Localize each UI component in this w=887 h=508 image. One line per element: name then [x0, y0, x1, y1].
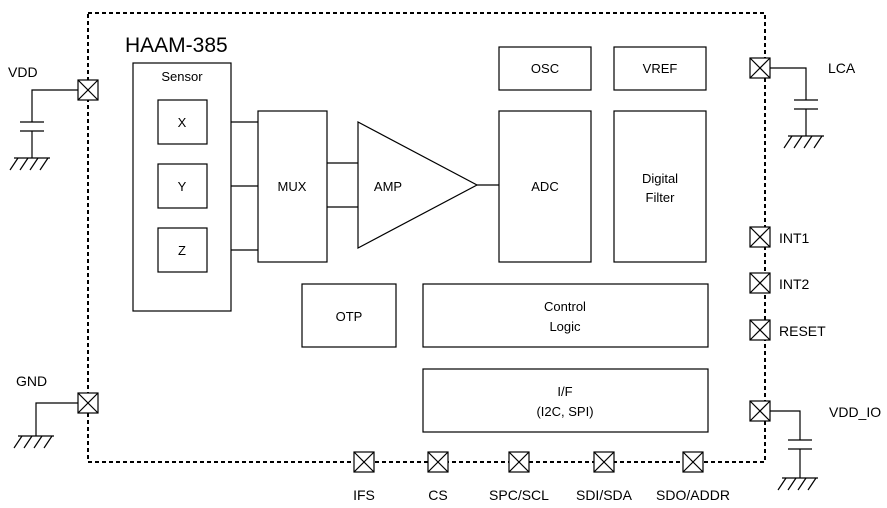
- interface-label-2: (I2C, SPI): [536, 404, 593, 419]
- lca-ground-icon: [783, 135, 823, 149]
- gnd-ground-icon: [13, 402, 78, 449]
- sensor-z-block: [157, 227, 208, 273]
- otp-label: OTP: [336, 309, 363, 324]
- int2-label: INT2: [779, 276, 810, 292]
- vdd-io-capacitor: [770, 410, 818, 479]
- amp-triangle: [357, 121, 479, 249]
- spc-scl-pin: [508, 451, 530, 473]
- int1-label: INT1: [779, 230, 810, 246]
- amp-label: AMP: [374, 179, 402, 194]
- vdd-io-pin: [749, 400, 771, 422]
- control-logic-label-2: Logic: [549, 319, 581, 334]
- sensor-y-label: Y: [178, 179, 187, 194]
- sdo-addr-label: SDO/ADDR: [656, 487, 730, 503]
- sdi-sda-pin: [593, 451, 615, 473]
- mux-block: [257, 110, 328, 263]
- lca-pin: [749, 57, 771, 79]
- reset-pin: [749, 319, 771, 341]
- sensor-z-label: Z: [178, 243, 186, 258]
- sdi-sda-label: SDI/SDA: [576, 487, 633, 503]
- chip-boundary: [87, 12, 766, 463]
- lca-label: LCA: [828, 60, 856, 76]
- vdd-io-label: VDD_IO: [829, 404, 881, 420]
- vdd-label: VDD: [8, 64, 38, 80]
- digital-filter-label-1: Digital: [642, 171, 678, 186]
- sdo-addr-pin: [682, 451, 704, 473]
- sensor-label: Sensor: [161, 69, 203, 84]
- vdd-ground-icon: [9, 157, 49, 171]
- sensor-x-block: [157, 99, 208, 145]
- cs-pin: [427, 451, 449, 473]
- control-logic-label-1: Control: [544, 299, 586, 314]
- osc-block: [498, 46, 592, 91]
- adc-label: ADC: [531, 179, 558, 194]
- lca-capacitor: [770, 67, 824, 137]
- digital-filter-block: [613, 110, 707, 263]
- int1-pin: [749, 226, 771, 248]
- vref-block: [613, 46, 707, 91]
- gnd-label: GND: [16, 373, 47, 389]
- mux-label: MUX: [278, 179, 307, 194]
- sensor-y-block: [157, 163, 208, 209]
- spc-scl-label: SPC/SCL: [489, 487, 549, 503]
- digital-filter-label-2: Filter: [646, 190, 676, 205]
- chip-title: HAAM-385: [125, 34, 228, 57]
- gnd-pin: [77, 392, 99, 414]
- ifs-pin: [353, 451, 375, 473]
- otp-block: [301, 283, 397, 348]
- control-logic-block: [422, 283, 709, 348]
- cs-label: CS: [428, 487, 447, 503]
- osc-label: OSC: [531, 61, 559, 76]
- adc-block: [498, 110, 592, 263]
- interface-label-1: I/F: [557, 384, 572, 399]
- interface-block: [422, 368, 709, 433]
- vref-label: VREF: [643, 61, 678, 76]
- vdd-pin: [77, 79, 99, 101]
- ifs-label: IFS: [353, 487, 375, 503]
- sensor-x-label: X: [178, 115, 187, 130]
- vdd-io-ground-icon: [777, 477, 817, 491]
- reset-label: RESET: [779, 323, 826, 339]
- vdd-capacitor: [14, 89, 78, 159]
- int2-pin: [749, 272, 771, 294]
